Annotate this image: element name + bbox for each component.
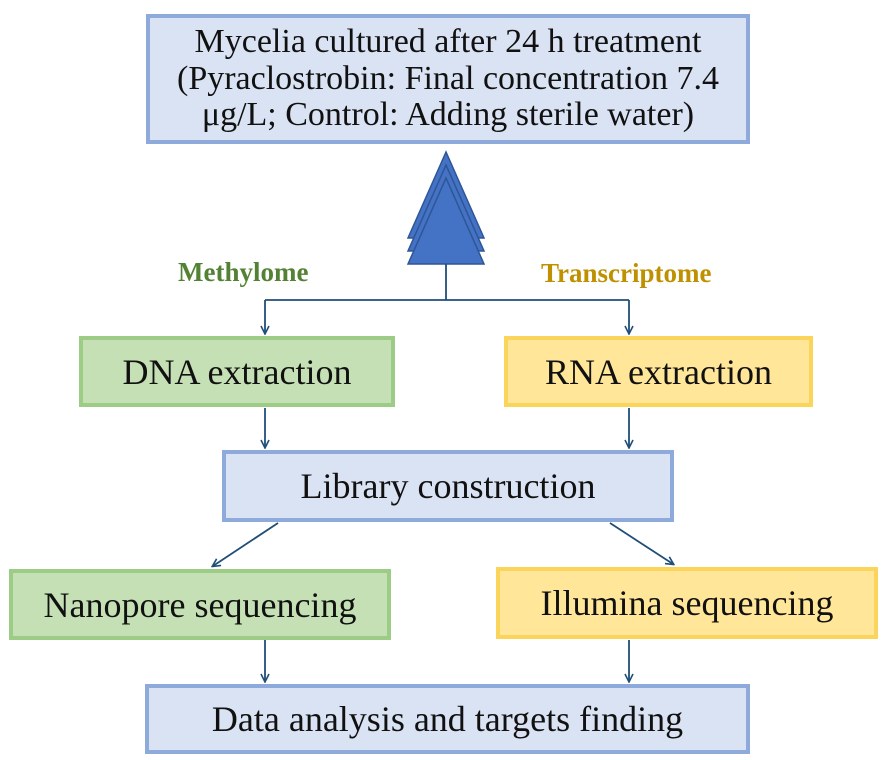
treatment-line-2: (Pyraclostrobin: Final concentration 7.4	[177, 59, 719, 97]
illumina-sequencing-box: Illumina sequencing	[496, 567, 878, 639]
data-analysis-box: Data analysis and targets finding	[145, 684, 750, 754]
rna-extraction-box: RNA extraction	[504, 336, 813, 407]
dna-extraction-box: DNA extraction	[79, 336, 395, 407]
mycelia-treatment-box: Mycelia cultured after 24 h treatment (P…	[146, 14, 750, 144]
methylome-label: Methylome	[178, 257, 309, 287]
treatment-line-3: μg/L; Control: Adding sterile water)	[201, 96, 695, 134]
treatment-line-1: Mycelia cultured after 24 h treatment	[194, 23, 702, 61]
library-construction-box: Library construction	[222, 450, 674, 522]
arrow-library-to-illumina	[609, 522, 673, 564]
tree-arrow-icon	[406, 150, 486, 265]
nanopore-sequencing-box: Nanopore sequencing	[9, 569, 391, 640]
transcriptome-label: Transcriptome	[541, 258, 712, 288]
arrow-library-to-nanopore	[213, 522, 279, 566]
